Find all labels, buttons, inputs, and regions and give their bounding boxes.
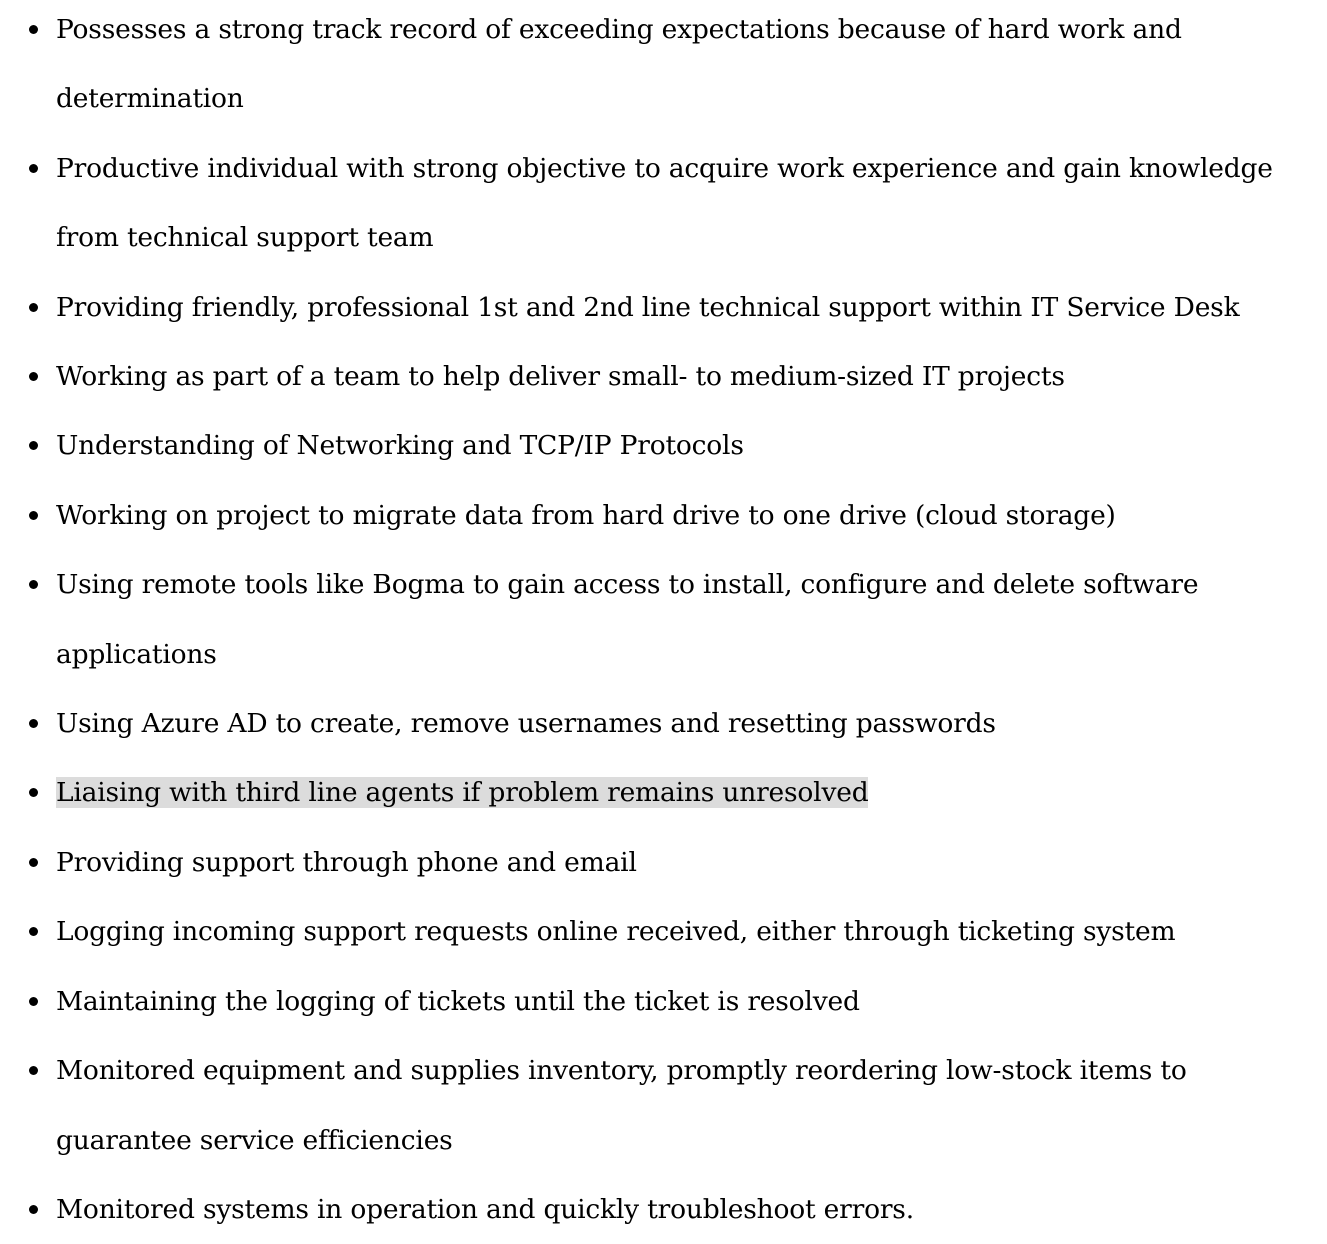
list-item-text: Monitored equipment and supplies invento… [56, 1055, 1187, 1156]
bullet-icon [29, 510, 38, 520]
list-item: Using remote tools like Bogma to gain ac… [0, 550, 1327, 689]
list-item-text: Possesses a strong track record of excee… [56, 14, 1182, 115]
bullet-icon [29, 857, 38, 867]
list-item-text: Using Azure AD to create, remove usernam… [56, 708, 996, 740]
bullet-icon [29, 719, 38, 729]
list-item-text: Working as part of a team to help delive… [56, 361, 1065, 393]
list-item: Maintaining the logging of tickets until… [0, 967, 1327, 1036]
bullet-icon [29, 927, 38, 937]
bullet-icon [29, 25, 38, 34]
list-item-text: Understanding of Networking and TCP/IP P… [56, 430, 744, 462]
list-item-text: Logging incoming support requests online… [56, 916, 1176, 948]
list-item: Possesses a strong track record of excee… [0, 0, 1327, 134]
list-item: Logging incoming support requests online… [0, 897, 1327, 966]
list-item-selected: Liaising with third line agents if probl… [0, 758, 1327, 827]
list-item: Using Azure AD to create, remove usernam… [0, 689, 1327, 758]
bullet-icon [29, 372, 38, 382]
selected-text-highlight[interactable]: Liaising with third line agents if probl… [56, 777, 869, 809]
bullet-icon [29, 302, 38, 312]
list-item-text: Maintaining the logging of tickets until… [56, 985, 860, 1017]
list-item: Monitored equipment and supplies invento… [0, 1036, 1327, 1175]
list-item-text: Providing friendly, professional 1st and… [56, 291, 1240, 323]
list-item: Working as part of a team to help delive… [0, 342, 1327, 411]
list-item: Providing support through phone and emai… [0, 828, 1327, 897]
list-item: Productive individual with strong object… [0, 134, 1327, 273]
bullet-icon [29, 996, 38, 1006]
list-item-text: Monitored systems in operation and quick… [56, 1193, 914, 1225]
list-item: Providing friendly, professional 1st and… [0, 273, 1327, 342]
list-item: Understanding of Networking and TCP/IP P… [0, 411, 1327, 480]
list-item: Working on project to migrate data from … [0, 481, 1327, 550]
bullet-icon [29, 163, 38, 173]
bullet-icon [29, 1204, 38, 1214]
bullet-icon [29, 788, 38, 798]
list-item: Monitored systems in operation and quick… [0, 1175, 1327, 1244]
bullet-icon [29, 441, 38, 451]
bullet-icon [29, 1066, 38, 1076]
list-item-text: Working on project to migrate data from … [56, 499, 1116, 531]
list-item-text: Providing support through phone and emai… [56, 846, 637, 878]
list-item-text: Productive individual with strong object… [56, 152, 1273, 254]
bullet-icon [29, 580, 38, 590]
list-item-text: Using remote tools like Bogma to gain ac… [56, 569, 1199, 670]
